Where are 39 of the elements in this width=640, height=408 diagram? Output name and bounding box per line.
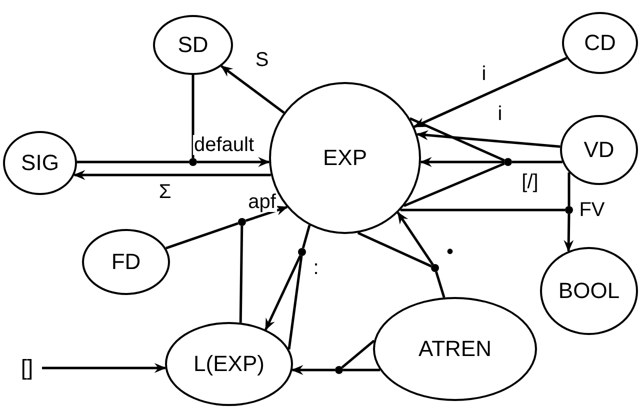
arrow	[42, 363, 166, 373]
connector-line	[166, 222, 239, 250]
arrow	[264, 255, 302, 330]
arrow	[291, 365, 335, 375]
connector-line	[302, 224, 311, 248]
connector-line	[288, 256, 303, 350]
text-label: []	[12, 356, 42, 380]
arrow	[245, 206, 288, 222]
connector-line	[239, 226, 244, 323]
connector-line	[400, 208, 565, 212]
ellipse-node: ATREN	[373, 297, 537, 401]
ellipse-node: L(EXP)	[165, 322, 293, 406]
arrow	[220, 65, 285, 114]
arrow	[73, 170, 271, 180]
ellipse-node: BOOL	[540, 247, 638, 335]
ellipse-node: FD	[82, 229, 170, 295]
connector-line	[357, 232, 432, 268]
ellipse-node: VD	[560, 115, 638, 185]
arrow	[413, 56, 568, 128]
arrow	[564, 214, 574, 252]
connector-line	[343, 368, 380, 372]
edge-label: apf	[247, 192, 277, 212]
connector-line	[77, 160, 189, 164]
connector-line	[409, 117, 505, 162]
connector-line	[568, 172, 570, 206]
ellipse-node: CD	[562, 12, 638, 74]
ellipse-node: SD	[153, 15, 233, 75]
connector-line	[435, 271, 446, 298]
connector-line	[404, 162, 505, 208]
arrow	[396, 212, 434, 266]
connector-line	[341, 340, 375, 368]
edge-label: default	[192, 135, 256, 155]
edge-label: [/]	[520, 172, 540, 192]
arrow	[416, 130, 560, 148]
arrow	[197, 157, 270, 167]
connector-line	[192, 75, 194, 158]
arrow	[420, 157, 504, 167]
connector-line	[512, 160, 562, 164]
ellipse-node: SIG	[3, 131, 77, 195]
